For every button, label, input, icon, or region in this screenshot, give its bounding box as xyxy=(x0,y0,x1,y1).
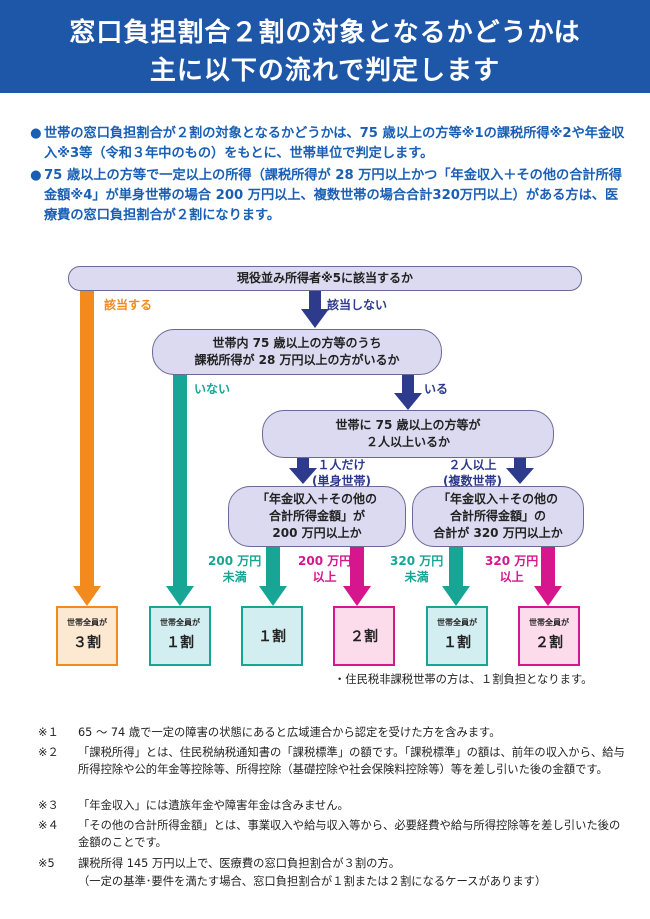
label-multiple: ２人以上 (複数世帯) xyxy=(443,458,502,488)
footnote-5: ※5 課税所得 145 万円以上で、医療費の窓口負担割合が３割の方。 xyxy=(38,857,401,870)
arrow-teal-2-head xyxy=(259,586,287,606)
header-title-line1: 窓口負担割合２割の対象となるかどうかは xyxy=(69,18,581,48)
result-10pct-household-b: 世帯全員が １割 xyxy=(426,606,488,666)
label-over-200: 200 万円 以上 xyxy=(298,554,352,584)
exempt-household-note: ・住民税非課税世帯の方は、１割負担となります。 xyxy=(334,673,593,686)
bullet-icon: ● xyxy=(30,168,42,183)
arrow-teal-3-head xyxy=(442,586,470,606)
arrow-magenta-1-head xyxy=(343,586,371,606)
arrow-navy-3-shaft xyxy=(297,457,309,469)
arrow-navy-3-head xyxy=(289,468,317,484)
arrow-teal-1-shaft xyxy=(173,374,187,586)
header-title-line2: 主に以下の流れで判定します xyxy=(149,56,501,86)
label-single: １人だけ (単身世帯) xyxy=(312,458,371,488)
result-10pct-household-a: 世帯全員が １割 xyxy=(149,606,211,666)
label-under-320: 320 万円 未満 xyxy=(390,554,444,584)
footnote-1: ※１ 65 ～ 74 歳で一定の障害の状態にあると広域連合から認定を受けた方を含… xyxy=(38,726,501,739)
result-20pct-single: ２割 xyxy=(333,606,395,666)
footnote-4: ※４ 「その他の合計所得金額」とは、事業収入や給与収入等から、必要経費や給与所得… xyxy=(38,819,621,849)
bullet-icon: ● xyxy=(30,126,42,141)
label-none: いない xyxy=(194,382,231,396)
arrow-navy-4-shaft xyxy=(514,457,526,469)
footnote-3: ※３ 「年金収入」には遺族年金や障害年金は含みません。 xyxy=(38,799,349,812)
label-over-320: 320 万円 以上 xyxy=(485,554,539,584)
arrow-teal-2-shaft xyxy=(266,546,280,586)
arrow-navy-4-head xyxy=(506,468,534,484)
label-exists: いる xyxy=(424,382,449,396)
result-30pct-household: 世帯全員が ３割 xyxy=(56,606,118,666)
arrow-teal-3-shaft xyxy=(449,546,463,586)
result-20pct-household: 世帯全員が ２割 xyxy=(518,606,580,666)
arrow-orange-shaft xyxy=(80,290,94,586)
label-not-applicable: 該当しない xyxy=(327,298,388,312)
arrow-teal-1-head xyxy=(166,586,194,606)
arrow-magenta-2-head xyxy=(534,586,562,606)
intro-paragraph-1: ● 世帯の窓口負担割合が２割の対象となるかどうかは、75 歳以上の方等※1の課税… xyxy=(30,126,625,161)
question-genekinami: 現役並み所得者※5に該当するか xyxy=(68,266,582,291)
arrow-navy-2-shaft xyxy=(402,374,414,394)
footnote-5-detail: （一定の基準･要件を満たす場合、窓口負担割合が１割または２割になるケースがありま… xyxy=(78,875,547,888)
question-single-200: 「年金収入＋その他の 合計所得金額」が 200 万円以上か xyxy=(228,486,406,547)
question-two-or-more: 世帯に 75 歳以上の方等が ２人以上いるか xyxy=(262,410,554,458)
arrow-orange-head xyxy=(73,586,101,606)
arrow-navy-1-shaft xyxy=(309,290,321,310)
intro-paragraph-2: ● 75 歳以上の方等で一定以上の所得（課税所得が 28 万円以上かつ「年金収入… xyxy=(30,168,622,223)
question-multi-320: 「年金収入＋その他の 合計所得金額」の 合計が 320 万円以上か xyxy=(412,486,584,547)
arrow-magenta-2-shaft xyxy=(541,546,555,586)
arrow-navy-2-head xyxy=(394,393,422,410)
label-under-200: 200 万円 未満 xyxy=(208,554,262,584)
arrow-magenta-1-shaft xyxy=(350,546,364,586)
result-10pct-single: １割 xyxy=(241,606,303,666)
label-applicable: 該当する xyxy=(104,298,153,312)
header-banner: 窓口負担割合２割の対象となるかどうかは 主に以下の流れで判定します xyxy=(0,0,650,93)
footnote-2: ※２ 「課税所得」とは、住民税納税通知書の「課税標準」の額です。「課税標準」の額… xyxy=(38,746,625,776)
arrow-navy-1-head xyxy=(301,309,329,328)
question-taxable-income: 世帯内 75 歳以上の方等のうち 課税所得が 28 万円以上の方がいるか xyxy=(152,329,442,375)
